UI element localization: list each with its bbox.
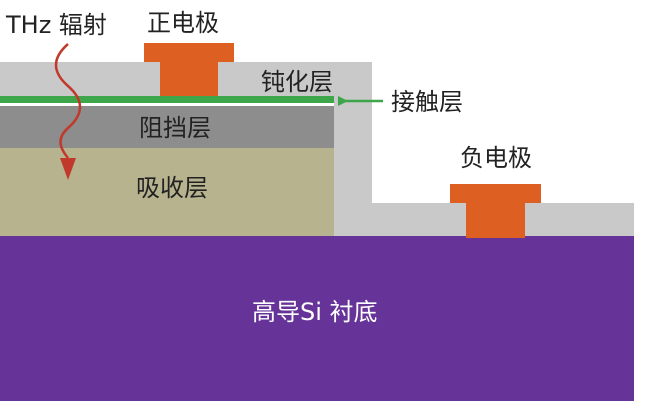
substrate-layer xyxy=(0,236,634,401)
negative-electrode xyxy=(450,184,541,238)
positive-electrode-label: 正电极 xyxy=(147,9,219,37)
substrate-label: 高导Si 衬底 xyxy=(252,298,378,326)
thz-arrowhead xyxy=(60,158,76,180)
barrier-layer-label: 阻挡层 xyxy=(139,114,211,142)
absorption-layer xyxy=(0,148,334,236)
contact-layer-label: 接触层 xyxy=(391,88,463,116)
positive-electrode xyxy=(144,43,234,96)
thz-radiation-label: THz 辐射 xyxy=(5,11,107,39)
contact-layer xyxy=(0,96,334,103)
passivation-layer-label: 钝化层 xyxy=(261,68,333,96)
barrier-layer xyxy=(0,106,334,148)
negative-electrode-label: 负电极 xyxy=(460,144,532,172)
thz-wave xyxy=(54,43,82,159)
absorption-layer-label: 吸收层 xyxy=(136,174,208,202)
